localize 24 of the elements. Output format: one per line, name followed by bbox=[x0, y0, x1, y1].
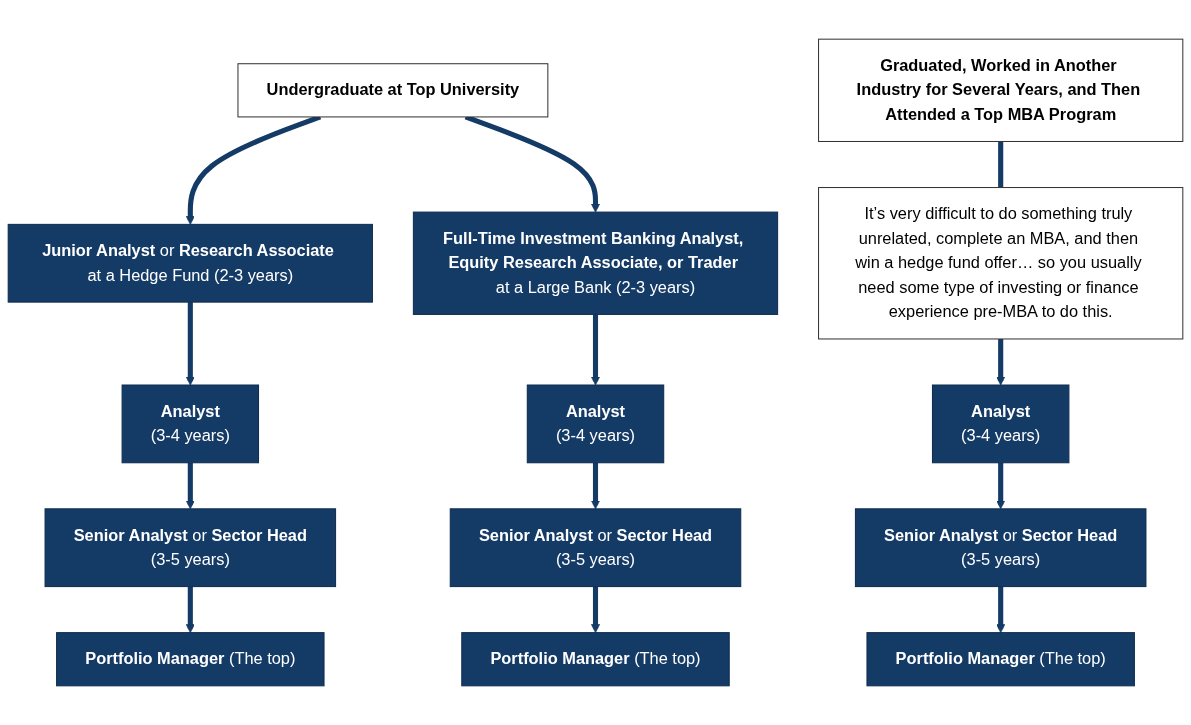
node-box: Portfolio Manager (The top) bbox=[461, 632, 730, 687]
arrow bbox=[185, 462, 195, 510]
arrow bbox=[185, 302, 195, 386]
arrow bbox=[591, 586, 600, 634]
node-box: Undergraduate at Top University bbox=[237, 63, 549, 118]
arrow bbox=[996, 586, 1006, 634]
arrow bbox=[185, 586, 195, 634]
node-box: Senior Analyst or Sector Head (3-5 years) bbox=[449, 508, 742, 588]
node-box: It’s very difficult to do something truly unrelated, complete an MBA, and then win a hedge fund offer… so you usually need some type of investing or finance experience pre-MBA to do this. bbox=[818, 187, 1184, 340]
node-box: Analyst (3-4 years) bbox=[931, 384, 1070, 464]
connector bbox=[998, 141, 1004, 188]
node-box: Analyst (3-4 years) bbox=[121, 384, 260, 464]
node-box: Portfolio Manager (The top) bbox=[56, 632, 325, 687]
node-box: Senior Analyst or Sector Head (3-5 years) bbox=[854, 508, 1147, 588]
node-box: Junior Analyst or Research Associate at a Hedge Fund (2-3 years) bbox=[7, 223, 373, 303]
node-box: Full-Time Investment Banking Analyst, Equity Research Associate, or Trader at a Large Bank (2-3 years) bbox=[412, 211, 779, 315]
node-box: Graduated, Worked in Another Industry for Several Years, and Then Attended a Top MBA Program bbox=[818, 38, 1184, 142]
arrow bbox=[591, 314, 600, 386]
node-box: Senior Analyst or Sector Head (3-5 years) bbox=[44, 508, 337, 588]
node-box: Portfolio Manager (The top) bbox=[866, 632, 1135, 687]
node-box: Analyst (3-4 years) bbox=[526, 384, 665, 464]
arrow bbox=[996, 338, 1006, 386]
arrow bbox=[996, 462, 1006, 510]
arrow bbox=[591, 462, 600, 510]
